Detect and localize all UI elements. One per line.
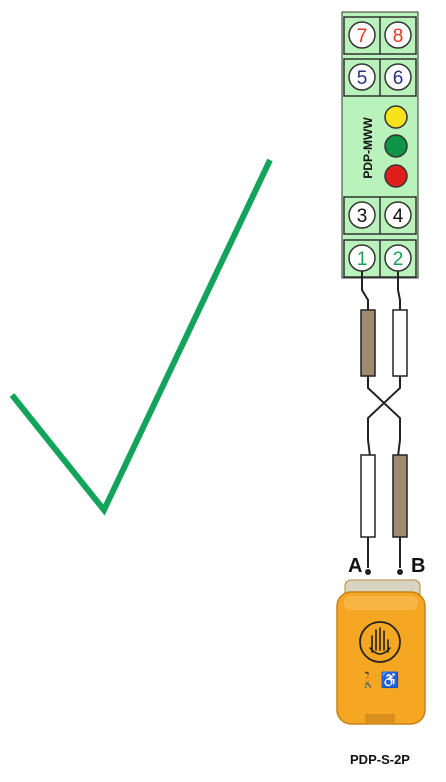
white-sleeve-upper <box>392 309 408 377</box>
checkmark-icon <box>9 158 273 516</box>
walking-person-icon: 🚶 <box>359 671 378 689</box>
terminal-6-label: 6 <box>393 68 404 89</box>
push-button-device: 🚶 ♿ <box>336 569 426 725</box>
terminal-module: 7 8 5 6 3 4 1 2 PDP-MWW <box>341 11 419 279</box>
terminal-7-label: 7 <box>357 26 368 47</box>
wire-label-b: B <box>411 555 425 577</box>
brown-sleeve-lower <box>392 454 408 538</box>
terminal-2-label: 2 <box>393 249 404 270</box>
led-yellow-icon <box>384 105 408 129</box>
white-sleeve-lower <box>360 454 376 538</box>
module-name: PDP-MWW <box>361 117 375 179</box>
terminal-5-label: 5 <box>357 68 368 89</box>
terminal-4-label: 4 <box>393 206 404 227</box>
led-green-icon <box>384 134 408 158</box>
wires <box>361 271 401 568</box>
terminal-8-label: 8 <box>393 26 404 47</box>
wheelchair-icon: ♿ <box>381 671 400 689</box>
terminal-3-label: 3 <box>357 206 368 227</box>
device-name: PDP-S-2P <box>350 752 410 767</box>
wire-label-a: A <box>348 555 362 577</box>
led-red-icon <box>384 164 408 188</box>
terminal-1-label: 1 <box>357 249 368 270</box>
brown-sleeve-upper <box>360 309 376 377</box>
